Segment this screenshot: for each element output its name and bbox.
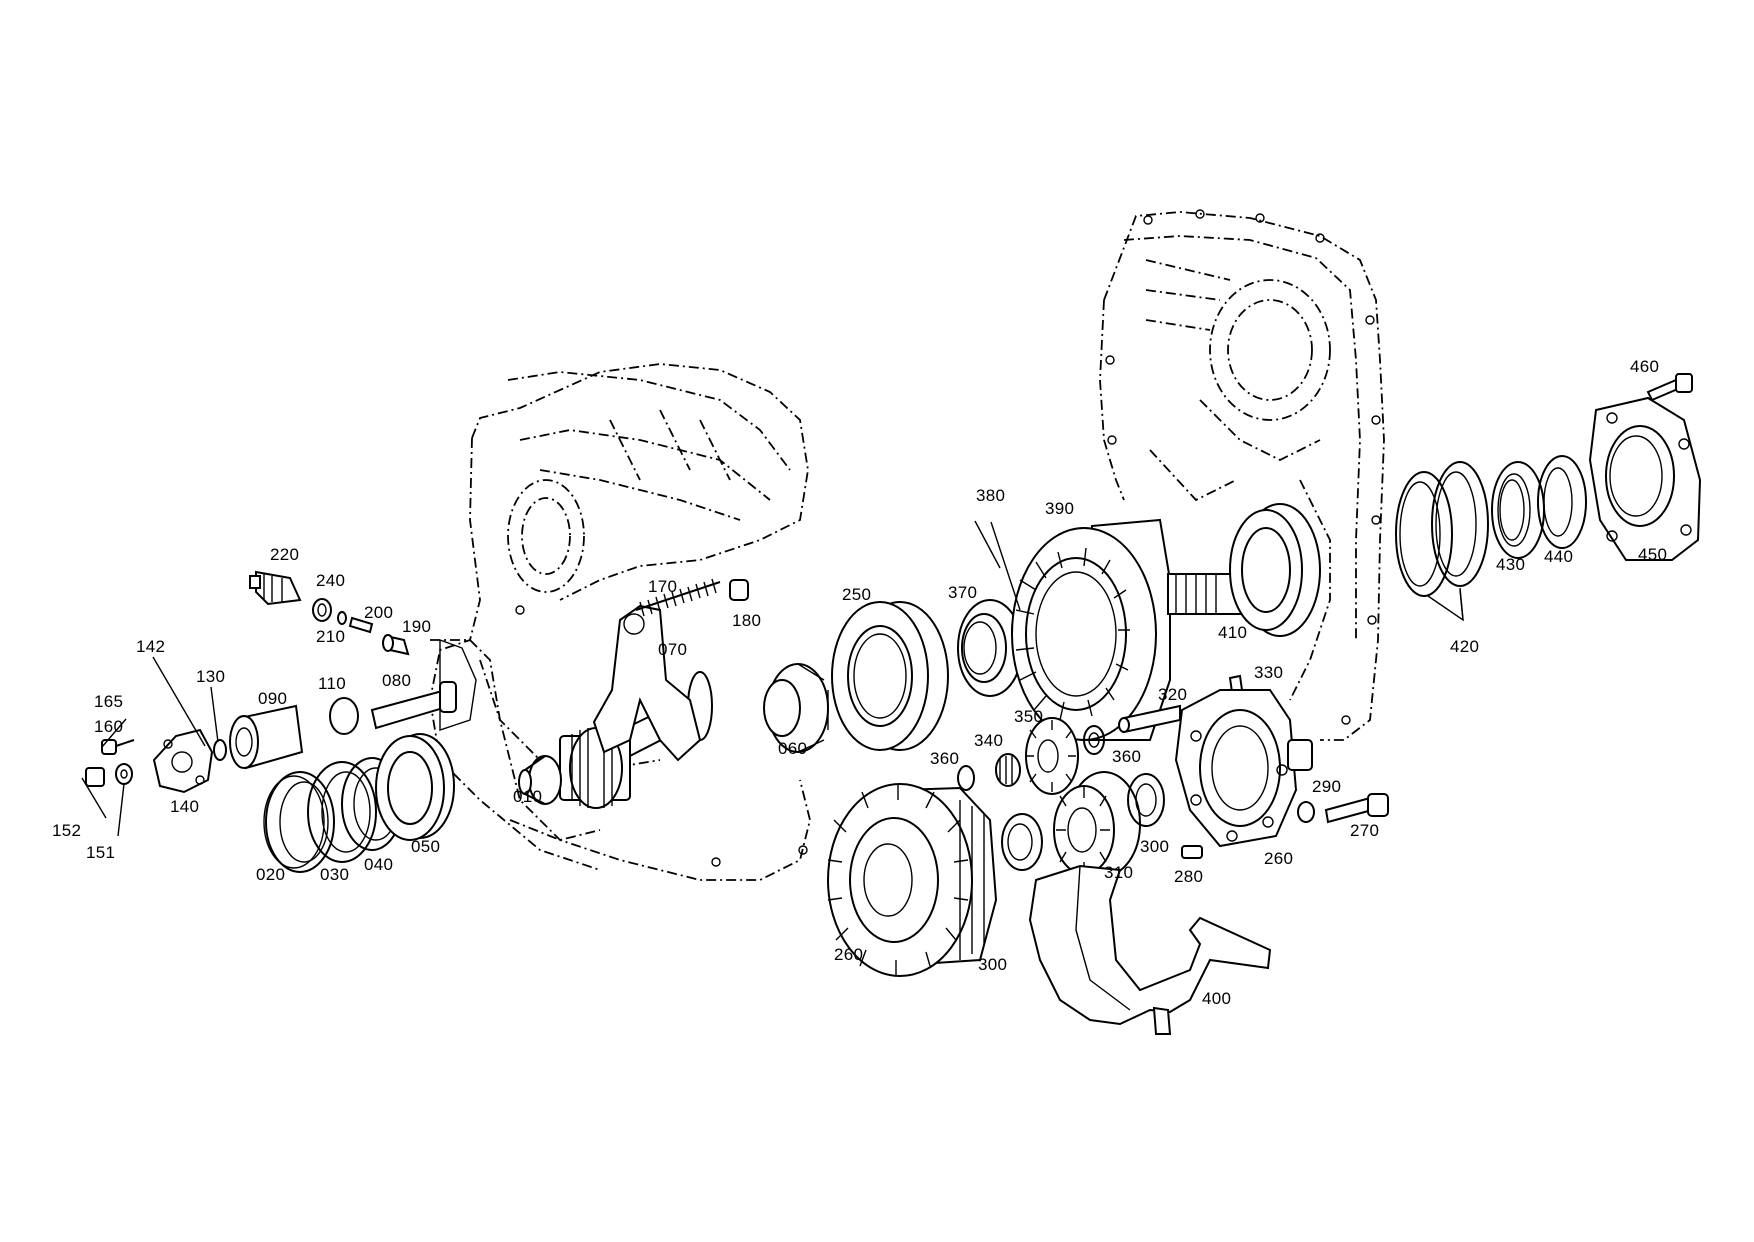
part-050-bearing [375,733,455,841]
callout-160: 160 [94,717,124,736]
part-250-bearing [831,601,949,751]
callout-020: 020 [256,865,286,884]
part-280-pin [1181,845,1203,859]
callout-060: 060 [778,739,808,758]
part-460-bolt [1646,373,1693,402]
callout-260-plate: 260 [1264,849,1294,868]
part-270-bolt [1324,793,1389,824]
callout-280: 280 [1174,867,1204,886]
callout-165: 165 [94,692,124,711]
callout-450: 450 [1638,545,1668,564]
callout-200: 200 [364,603,394,622]
callout-240: 240 [316,571,346,590]
part-140-flange [152,728,214,794]
callout-460: 460 [1630,357,1660,376]
callout-340: 340 [974,731,1004,750]
callout-440: 440 [1544,547,1574,566]
callout-070: 070 [658,640,688,659]
part-030-ring [307,761,377,863]
callout-050: 050 [411,837,441,856]
part-170-spring [635,578,721,617]
part-370-bearing [957,599,1023,697]
part-320-pin [1118,704,1181,734]
part-110-o-ring [329,697,359,735]
part-152-nut [85,767,105,787]
callout-170: 170 [648,577,678,596]
part-390-carrier [1011,518,1243,741]
callout-310: 310 [1104,863,1134,882]
part-300-washer-b [1001,813,1043,871]
callout-260-gear: 260 [834,945,864,964]
callout-430: 430 [1496,555,1526,574]
callout-180: 180 [732,611,762,630]
callout-300-right: 300 [1140,837,1170,856]
part-130-ring [213,739,227,761]
part-420-rings [1395,461,1489,597]
callout-330: 330 [1254,663,1284,682]
part-151-washer [115,763,133,785]
callout-220: 220 [270,545,300,564]
callout-300-lower: 300 [978,955,1008,974]
leader-lines [81,520,1464,837]
callout-390: 390 [1045,499,1075,518]
part-080-tube [370,681,457,730]
callout-290: 290 [1312,777,1342,796]
callout-320: 320 [1158,685,1188,704]
callout-250: 250 [842,585,872,604]
part-240-washer [312,598,332,622]
callout-190: 190 [402,617,432,636]
part-220-sensor [249,570,302,606]
callout-210: 210 [316,627,346,646]
part-200-pin [348,616,374,634]
callout-420: 420 [1450,637,1480,656]
part-210-ring [337,611,347,625]
callout-380: 380 [976,486,1006,505]
callout-360-right: 360 [1112,747,1142,766]
callout-350: 350 [1014,707,1044,726]
part-340-needle-bearing [995,753,1021,787]
part-020-ring [263,771,335,873]
callout-142: 142 [136,637,166,656]
part-090-piston [229,704,304,770]
part-300-washer-a [1127,773,1165,827]
part-430-seal [1491,461,1545,559]
callout-090: 090 [258,689,288,708]
part-290-washer [1297,801,1315,823]
part-350-planet-gear [1025,717,1079,795]
part-410-bearing [1229,503,1321,637]
callout-270: 270 [1350,821,1380,840]
rear-housing [1099,209,1385,741]
part-260-large-gear [827,783,998,977]
callout-040: 040 [364,855,394,874]
callout-080: 080 [382,671,412,690]
callout-370: 370 [948,583,978,602]
part-180-plug [729,579,749,601]
callout-410: 410 [1218,623,1248,642]
part-260-carrier-plate [1174,689,1313,848]
part-360-washer-a [957,765,975,791]
callout-030: 030 [320,865,350,884]
part-360-washer-b [1083,725,1105,755]
part-440-seal [1537,455,1587,549]
callout-130: 130 [196,667,226,686]
part-450-cover [1588,396,1702,561]
callout-400: 400 [1202,989,1232,1008]
part-400-oil-guide [1028,864,1272,1035]
part-190-plug [382,634,410,656]
part-310-planet-gear [1053,771,1141,877]
callout-151: 151 [86,843,116,862]
part-060-sleeve [763,663,829,753]
part-070-shift-fork [592,604,702,762]
callout-140: 140 [170,797,200,816]
callout-110: 110 [318,674,347,693]
callout-152: 152 [52,821,82,840]
callout-360-left: 360 [930,749,960,768]
callout-010: 010 [513,787,543,806]
